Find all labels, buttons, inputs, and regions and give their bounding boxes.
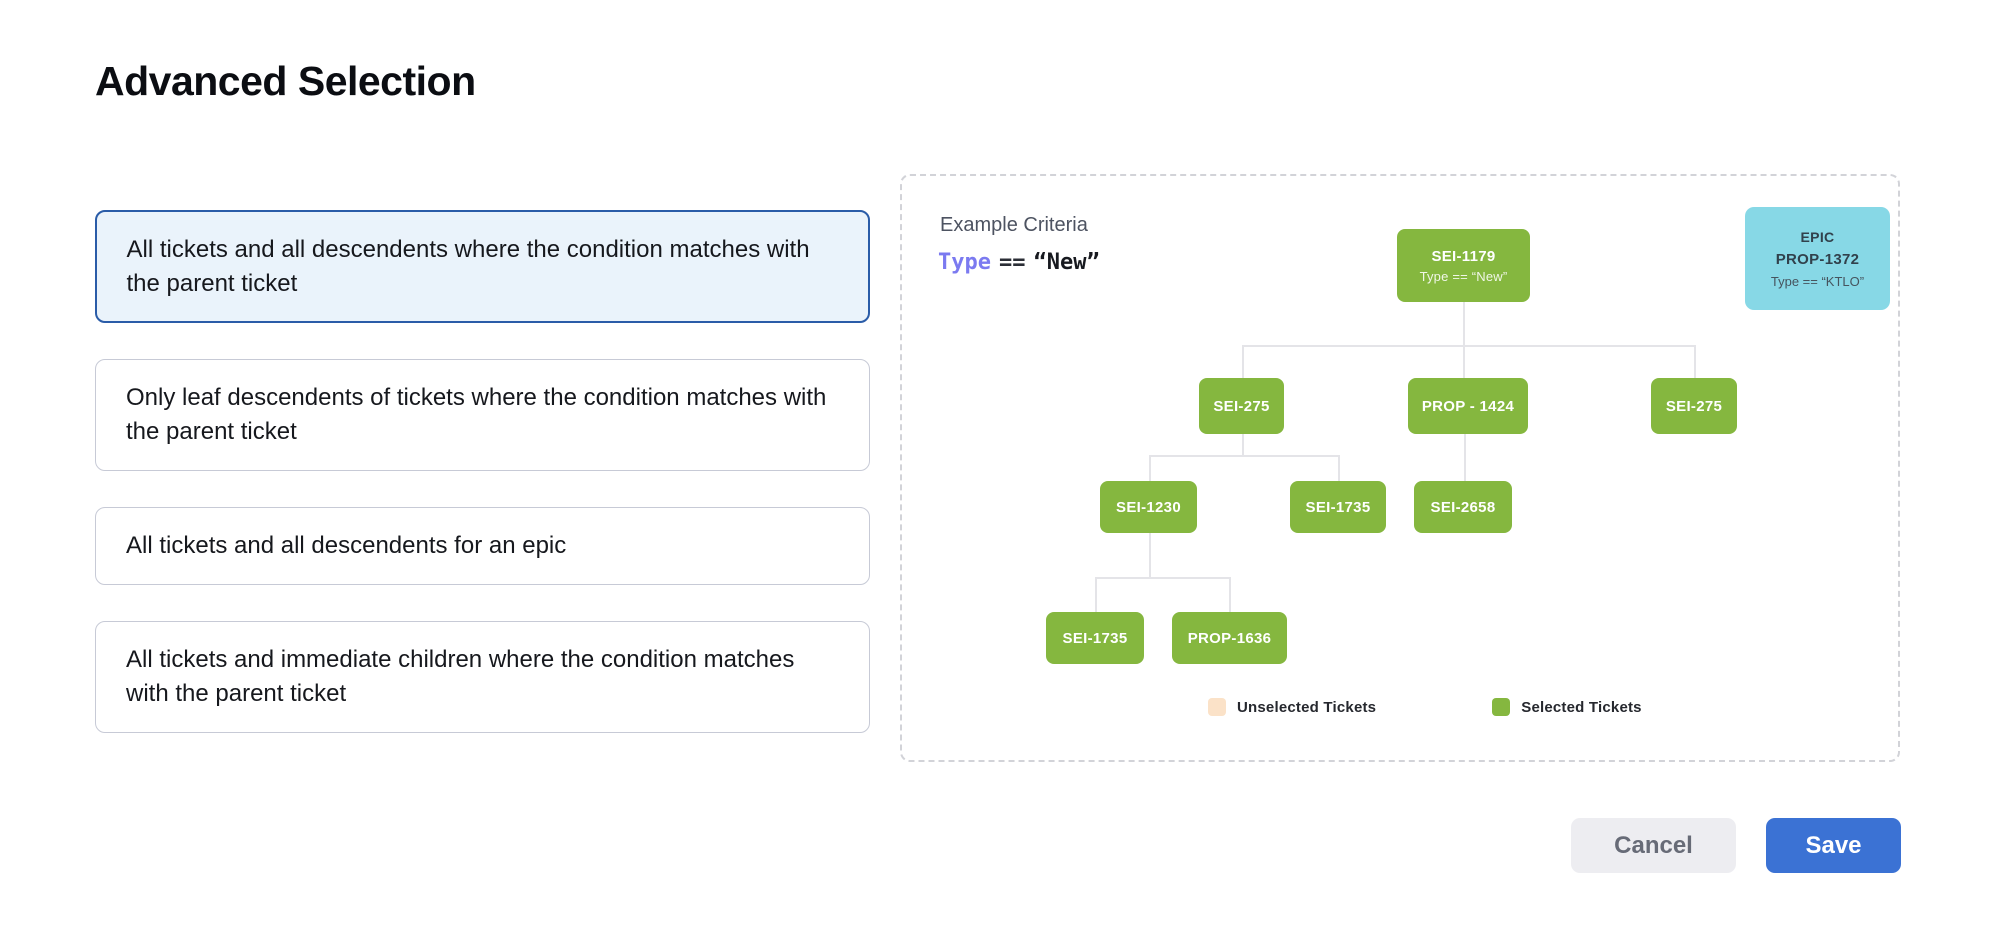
tree-node-id: SEI-1179 [1431, 247, 1496, 265]
unselected-tickets-swatch-icon [1208, 698, 1226, 716]
criteria-operator: == [998, 250, 1026, 275]
epic-condition: Type == “KTLO” [1770, 273, 1865, 289]
tree-node: SEI-2658 [1414, 481, 1512, 533]
edge-drop-prop1636 [1229, 577, 1231, 612]
criteria-value: “New” [1033, 250, 1100, 275]
tree-node-condition: Type == “New” [1419, 268, 1508, 284]
selected-tickets-swatch-icon [1492, 698, 1511, 716]
option-label: All tickets and all descendents where th… [126, 235, 810, 297]
legend-label: Unselected Tickets [1237, 698, 1377, 716]
option-label: All tickets and immediate children where… [126, 646, 795, 707]
tree-node: PROP-1636 [1172, 612, 1287, 664]
save-button[interactable]: Save [1766, 818, 1901, 873]
option-list: All tickets and all descendents where th… [95, 210, 870, 733]
epic-type-label: EPIC [1800, 228, 1835, 245]
edge-row2-horizontal [1242, 345, 1694, 347]
edge-drop-sei275-right [1694, 345, 1696, 378]
tree-node-root: SEI-1179 Type == “New” [1397, 229, 1530, 302]
cancel-button[interactable]: Cancel [1571, 818, 1736, 873]
edge-row4-horizontal [1095, 577, 1229, 579]
epic-id: PROP-1372 [1775, 250, 1860, 268]
edge-sei1230-stub [1149, 533, 1151, 577]
option-card-all-descendents-condition[interactable]: All tickets and all descendents where th… [95, 210, 870, 323]
criteria-field: Type [938, 250, 991, 275]
tree-node: SEI-1230 [1100, 481, 1197, 533]
tree-node: SEI-1735 [1046, 612, 1144, 664]
edge-prop1424-to-sei2658 [1464, 434, 1466, 481]
legend-item-unselected: Unselected Tickets [1208, 698, 1376, 716]
option-label: Only leaf descendents of tickets where t… [126, 384, 827, 445]
tree-node: SEI-275 [1199, 378, 1284, 434]
legend-label: Selected Tickets [1521, 698, 1642, 716]
option-label: All tickets and all descendents for an e… [126, 532, 567, 559]
edge-drop-sei275-left [1242, 345, 1244, 378]
option-card-leaf-descendents-condition[interactable]: Only leaf descendents of tickets where t… [95, 359, 870, 471]
legend: Unselected Tickets Selected Tickets [1208, 698, 1642, 716]
option-card-immediate-children-condition[interactable]: All tickets and immediate children where… [95, 621, 870, 733]
edge-drop-sei1735-leaf [1095, 577, 1097, 612]
example-criteria-expression: Type == “New” [938, 250, 1100, 275]
edge-drop-sei1230 [1149, 455, 1151, 481]
tree-node: SEI-275 [1651, 378, 1737, 434]
edge-row3-horizontal [1149, 455, 1338, 457]
edge-sei275-stub [1242, 434, 1244, 455]
tree-node: PROP - 1424 [1408, 378, 1528, 434]
tree-node: SEI-1735 [1290, 481, 1386, 533]
legend-item-selected: Selected Tickets [1492, 698, 1642, 716]
edge-root-to-row2 [1463, 302, 1465, 378]
page-title: Advanced Selection [95, 58, 476, 104]
example-panel: Example Criteria Type == “New” SEI-1179 Ty… [900, 174, 1900, 762]
epic-card: EPIC PROP-1372 Type == “KTLO” [1745, 207, 1890, 310]
example-criteria-heading: Example Criteria [940, 214, 1088, 236]
edge-drop-sei1735 [1338, 455, 1340, 481]
option-card-all-descendents-epic[interactable]: All tickets and all descendents for an e… [95, 507, 870, 585]
